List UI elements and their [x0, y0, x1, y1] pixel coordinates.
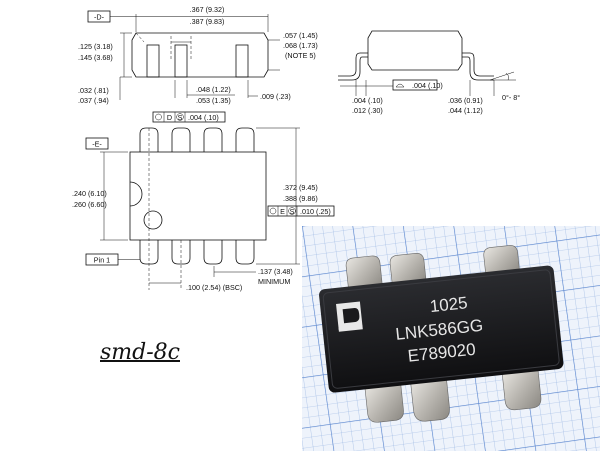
tol-top-value: .004 (.10): [188, 113, 219, 122]
dim-min-a: .137 (3.48): [258, 267, 293, 276]
package-name-caption: smd-8c: [100, 340, 180, 365]
dim-top-length-a: .367 (9.32): [190, 5, 225, 14]
dim-lead-angle: 0°- 8°: [502, 93, 520, 102]
marking-line-1: 1025: [429, 293, 469, 316]
pin1-dot: [143, 210, 163, 230]
datum-d-label: -D-: [94, 13, 105, 22]
dim-pitch: .100 (2.54) (BSC): [186, 283, 242, 292]
tol-e-s: S: [290, 207, 295, 216]
dim-foot-b: .044 (1.12): [448, 106, 483, 115]
plan-body-outline: [129, 151, 267, 241]
tol-top-datum: D: [167, 113, 172, 122]
end-view-body: [367, 30, 463, 71]
chip-photo: 1025 LNK586GG E789020: [302, 226, 600, 451]
dim-top-width-b: .145 (3.68): [78, 53, 113, 62]
dim-top-length-b: .387 (9.83): [190, 17, 225, 26]
dim-foot-a: .036 (0.91): [448, 96, 483, 105]
lead-top-2: [389, 253, 427, 288]
dim-standoff-b: .012 (.30): [352, 106, 383, 115]
dim-coplanarity: .004 (.10): [412, 81, 443, 90]
dim-note: (NOTE 5): [285, 51, 316, 60]
dim-span-b: .388 (9.86): [283, 194, 318, 203]
body-side-outline: [131, 32, 269, 78]
dim-top-width-a: .125 (3.18): [78, 42, 113, 51]
tol-top-s: S: [178, 113, 183, 122]
plan-view: D S .004 (.10) -E- .240 (6.10) .260 (6.6…: [72, 111, 335, 292]
dim-lead-thickness-b: .037 (.94): [78, 96, 109, 105]
dim-min-b: MINIMUM: [258, 277, 290, 286]
dim-body-width-b: .260 (6.60): [72, 200, 107, 209]
dim-lead-width-a: .048 (1.22): [196, 85, 231, 94]
dim-lead-width-b: .053 (1.35): [196, 96, 231, 105]
side-elevation-view: -D- .367 (9.32) .387 (9.83) .125 (3.18) …: [78, 5, 318, 105]
lead-bottom-1: [364, 381, 404, 423]
dim-standoff-a: .004 (.10): [352, 96, 383, 105]
end-view: .004 (.10) 0°- 8° .004 (.10) .012 (.30) …: [338, 30, 520, 115]
dim-lead-thickness-a: .032 (.81): [78, 86, 109, 95]
lead-bottom-2: [410, 376, 450, 422]
dim-lead-gap: .009 (.23): [260, 92, 291, 101]
lead-bottom-3: [501, 366, 542, 411]
chip-body: [319, 265, 564, 393]
lead-top-1: [345, 255, 383, 292]
dim-span-a: .372 (9.45): [283, 183, 318, 192]
dim-height-b: .068 (1.73): [283, 41, 318, 50]
dim-height-a: .057 (1.45): [283, 31, 318, 40]
lead-top-3: [483, 245, 521, 278]
dim-body-width-a: .240 (6.10): [72, 189, 107, 198]
tol-e-value: .010 (.25): [300, 207, 331, 216]
datum-e-label: -E-: [92, 140, 102, 149]
pin1-label: Pin 1: [94, 256, 110, 265]
tol-e-datum: E: [280, 207, 285, 216]
manufacturer-logo: [336, 301, 363, 332]
